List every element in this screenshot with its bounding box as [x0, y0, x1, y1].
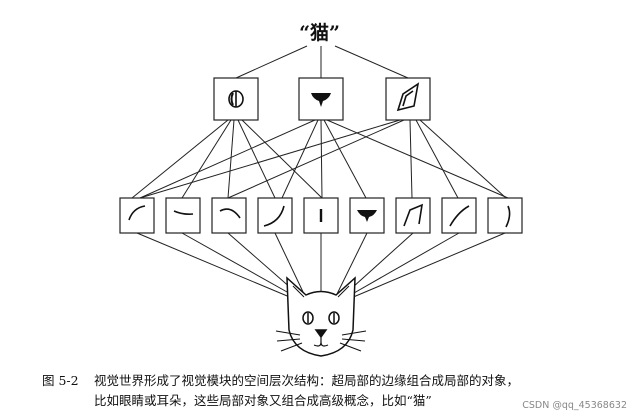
link-line [281, 119, 319, 199]
link-line [350, 232, 506, 299]
watermark: CSDN @qq_45368632 [522, 400, 627, 411]
edge-feature-box [119, 197, 155, 234]
edge-feature-box [441, 197, 477, 234]
eye-icon [228, 90, 244, 108]
link-line [131, 119, 229, 199]
cat-eye-left-icon [302, 311, 314, 325]
edge-feature-box [349, 197, 385, 234]
link-line [227, 119, 405, 199]
ear-icon [396, 82, 420, 112]
link-line [336, 232, 368, 295]
link-line [136, 232, 293, 299]
cat-eye-right-icon [328, 311, 340, 325]
edge-feature-box [303, 197, 339, 234]
edge-feature-boxes [119, 197, 523, 234]
caption-line-2: 比如眼睛或耳朵，这些局部对象又组合成高级概念，比如“猫” [94, 393, 432, 408]
ear-part-box [385, 77, 431, 121]
figure-number: 图 5-2 [42, 373, 79, 388]
page-title: “猫” [299, 22, 340, 44]
edge-feature-box [257, 197, 293, 234]
link-line [181, 232, 297, 298]
link-line [274, 232, 305, 295]
cat-nose-icon [314, 329, 328, 339]
cat-face-illustration [275, 276, 367, 357]
caption-line-1: 视觉世界形成了视觉模块的空间层次结构：超局部的边缘组合成局部的对象， [94, 373, 520, 388]
edge-feature-box [211, 197, 247, 234]
link-line [419, 119, 507, 199]
nose-icon [311, 93, 331, 107]
link-line [326, 119, 509, 199]
link-line [415, 119, 459, 199]
eye-part-box [213, 77, 259, 121]
link-line [139, 119, 316, 199]
link-line [181, 119, 232, 199]
link-line [241, 119, 323, 199]
link-line [334, 45, 409, 79]
link-line [235, 45, 308, 79]
cat-whiskers [275, 330, 367, 352]
nose-part-box [298, 77, 344, 121]
link-line [409, 119, 413, 199]
link-line [227, 119, 235, 199]
link-line [323, 119, 367, 199]
edge-feature-box [165, 197, 201, 234]
edge-feature-box [395, 197, 431, 234]
link-line [139, 119, 401, 199]
link-line [320, 119, 323, 199]
link-line [237, 119, 276, 199]
link-line [346, 232, 460, 298]
edge-feature-box [487, 197, 523, 234]
